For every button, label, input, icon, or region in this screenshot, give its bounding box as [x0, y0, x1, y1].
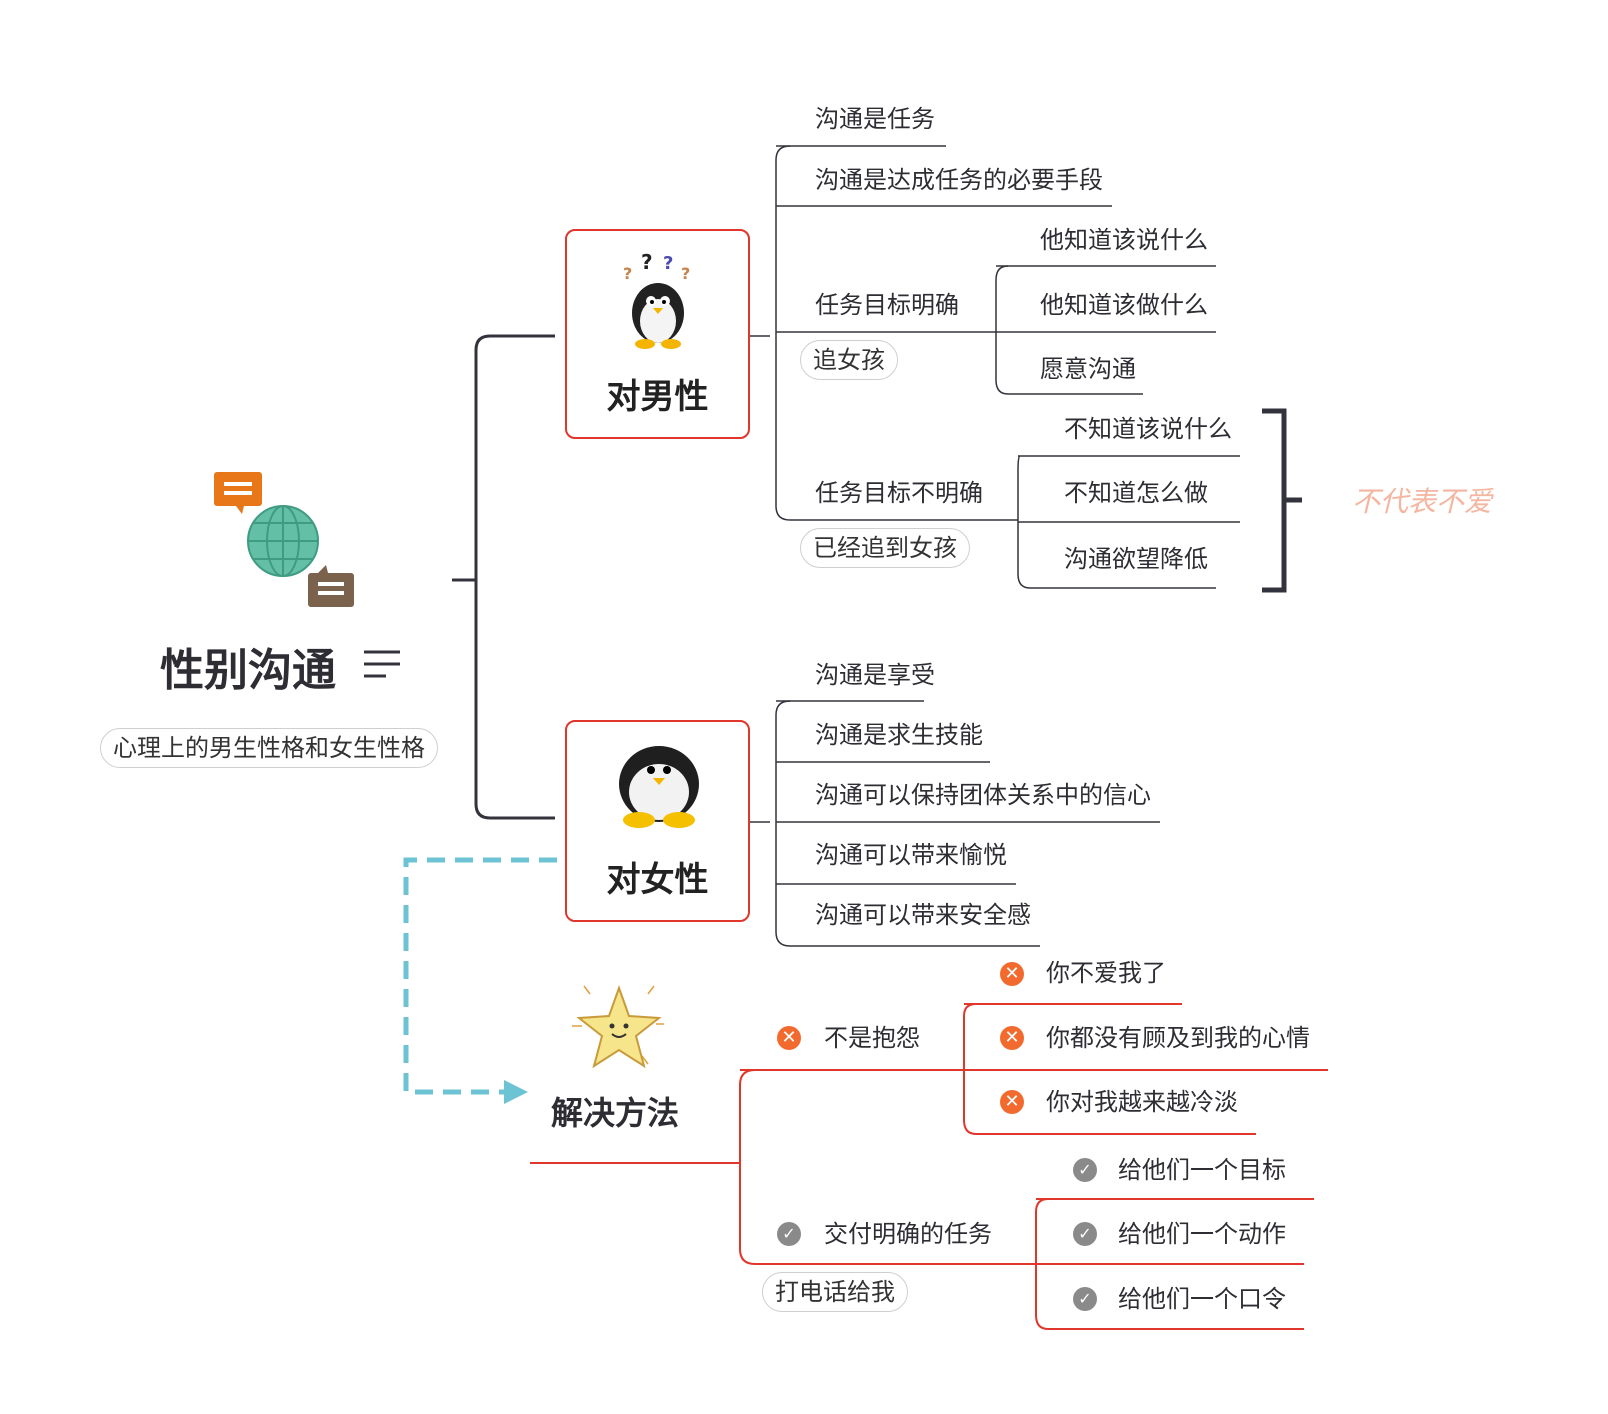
- not-complain-child-2[interactable]: 你都没有顾及到我的心情: [1046, 1024, 1310, 1052]
- penguin-icon: [619, 746, 699, 828]
- clear-goal-child-1[interactable]: 他知道该说什么: [1040, 226, 1208, 254]
- check-icon: ✓: [1073, 1158, 1097, 1182]
- male-node-label: 对男性: [606, 377, 709, 417]
- svg-text:?: ?: [623, 264, 632, 283]
- unclear-goal-child-2[interactable]: 不知道怎么做: [1064, 479, 1208, 507]
- clear-goal-label[interactable]: 任务目标明确: [815, 291, 959, 319]
- cross-icon: ✕: [1000, 1026, 1024, 1050]
- male-node[interactable]: ? ? ? ? 对男性: [565, 229, 750, 439]
- unclear-goal-label[interactable]: 任务目标不明确: [815, 479, 983, 507]
- svg-text:?: ?: [663, 253, 673, 274]
- root-title[interactable]: 性别沟通: [160, 645, 336, 696]
- clear-task-label[interactable]: 交付明确的任务: [824, 1220, 992, 1248]
- confused-penguin-icon: ? ? ? ?: [623, 251, 690, 349]
- cross-icon: ✕: [1000, 962, 1024, 986]
- globe-chat-icon: [214, 472, 354, 607]
- unclear-goal-child-1[interactable]: 不知道该说什么: [1064, 415, 1232, 443]
- male-item-2[interactable]: 沟通是达成任务的必要手段: [815, 166, 1103, 194]
- female-item-1[interactable]: 沟通是享受: [815, 661, 935, 689]
- solution-node-label: 解决方法: [550, 1094, 679, 1132]
- svg-text:?: ?: [681, 264, 690, 283]
- clear-task-child-1[interactable]: 给他们一个目标: [1118, 1156, 1286, 1184]
- star-icon: [572, 985, 664, 1069]
- unclear-goal-tag: 已经追到女孩: [800, 528, 970, 568]
- cross-icon: ✕: [777, 1026, 801, 1050]
- check-icon: ✓: [777, 1222, 801, 1246]
- check-icon: ✓: [1073, 1222, 1097, 1246]
- solution-node[interactable]: 解决方法: [550, 976, 680, 1136]
- clear-goal-child-2[interactable]: 他知道该做什么: [1040, 291, 1208, 319]
- not-complain-child-3[interactable]: 你对我越来越冷淡: [1046, 1088, 1238, 1116]
- clear-goal-tag: 追女孩: [800, 340, 898, 380]
- root-subtitle-label: 心理上的男生性格和女生性格: [100, 728, 438, 768]
- male-item-1[interactable]: 沟通是任务: [815, 105, 935, 133]
- female-item-4[interactable]: 沟通可以带来愉悦: [815, 841, 1007, 869]
- svg-text:?: ?: [641, 251, 653, 274]
- clear-task-child-3[interactable]: 给他们一个口令: [1118, 1285, 1286, 1313]
- female-item-2[interactable]: 沟通是求生技能: [815, 721, 983, 749]
- not-complain-child-1[interactable]: 你不爱我了: [1046, 959, 1166, 987]
- clear-goal-child-3[interactable]: 愿意沟通: [1040, 355, 1136, 383]
- summary-note[interactable]: 不代表不爱: [1352, 485, 1493, 518]
- root-icon: [210, 470, 360, 610]
- female-node-label: 对女性: [606, 860, 709, 900]
- cross-icon: ✕: [1000, 1090, 1024, 1114]
- clear-task-child-2[interactable]: 给他们一个动作: [1118, 1220, 1286, 1248]
- unclear-goal-child-3[interactable]: 沟通欲望降低: [1064, 545, 1208, 573]
- not-complain-label[interactable]: 不是抱怨: [824, 1024, 920, 1052]
- female-item-5[interactable]: 沟通可以带来安全感: [815, 901, 1031, 929]
- female-node[interactable]: 对女性: [565, 720, 750, 922]
- female-item-3[interactable]: 沟通可以保持团体关系中的信心: [815, 781, 1151, 809]
- notes-icon[interactable]: [362, 648, 402, 686]
- clear-task-tag: 打电话给我: [762, 1272, 908, 1312]
- check-icon: ✓: [1073, 1287, 1097, 1311]
